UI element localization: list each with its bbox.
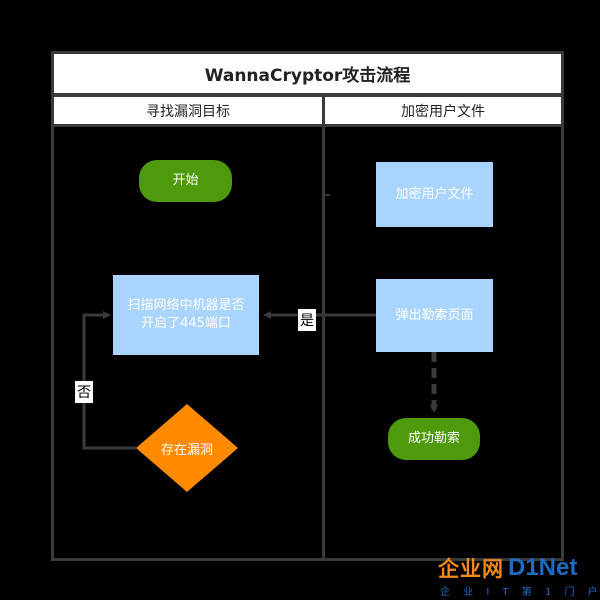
node-scan[interactable]: 扫描网络中机器是否开启了445端口 (113, 275, 259, 355)
node-start-label: 开始 (172, 173, 199, 188)
watermark-brand-cn: 企业网 (438, 557, 504, 581)
node-vuln-label: 存在漏洞 (160, 442, 213, 458)
edge-label-no: 否 (75, 381, 93, 403)
lane-header-find-target: 寻找漏洞目标 (51, 94, 325, 127)
lane-divider (322, 94, 325, 561)
lane-header-label: 加密用户文件 (401, 103, 485, 120)
node-start[interactable]: 开始 (139, 160, 232, 202)
edge-label-no-text: 否 (77, 385, 91, 401)
node-scan-label: 扫描网络中机器是否开启了445端口 (127, 298, 245, 331)
watermark-logo: 企业网 D1Net 企 业 I T 第 1 门 户 (438, 554, 598, 598)
lane-header-label: 寻找漏洞目标 (146, 103, 230, 120)
watermark-main: 企业网 D1Net (438, 554, 598, 582)
edge-label-yes: 是 (298, 309, 316, 331)
node-success[interactable]: 成功勒索 (388, 418, 480, 460)
watermark-brand-en: D1Net (508, 554, 578, 581)
watermark-tagline: 企 业 I T 第 1 门 户 (440, 587, 600, 598)
node-ransom-page[interactable]: 弹出勒索页面 (376, 279, 493, 352)
node-encrypt-label: 加密用户文件 (395, 186, 474, 202)
decision-vuln-shape (136, 404, 238, 492)
node-success-label: 成功勒索 (407, 431, 460, 446)
node-ransom-page-label: 弹出勒索页面 (395, 307, 474, 323)
edge-label-yes-text: 是 (300, 313, 314, 329)
node-encrypt[interactable]: 加密用户文件 (376, 162, 493, 227)
node-vuln[interactable]: 存在漏洞 (136, 404, 238, 492)
diagram-title-text: WannaCryptor攻击流程 (204, 66, 411, 86)
